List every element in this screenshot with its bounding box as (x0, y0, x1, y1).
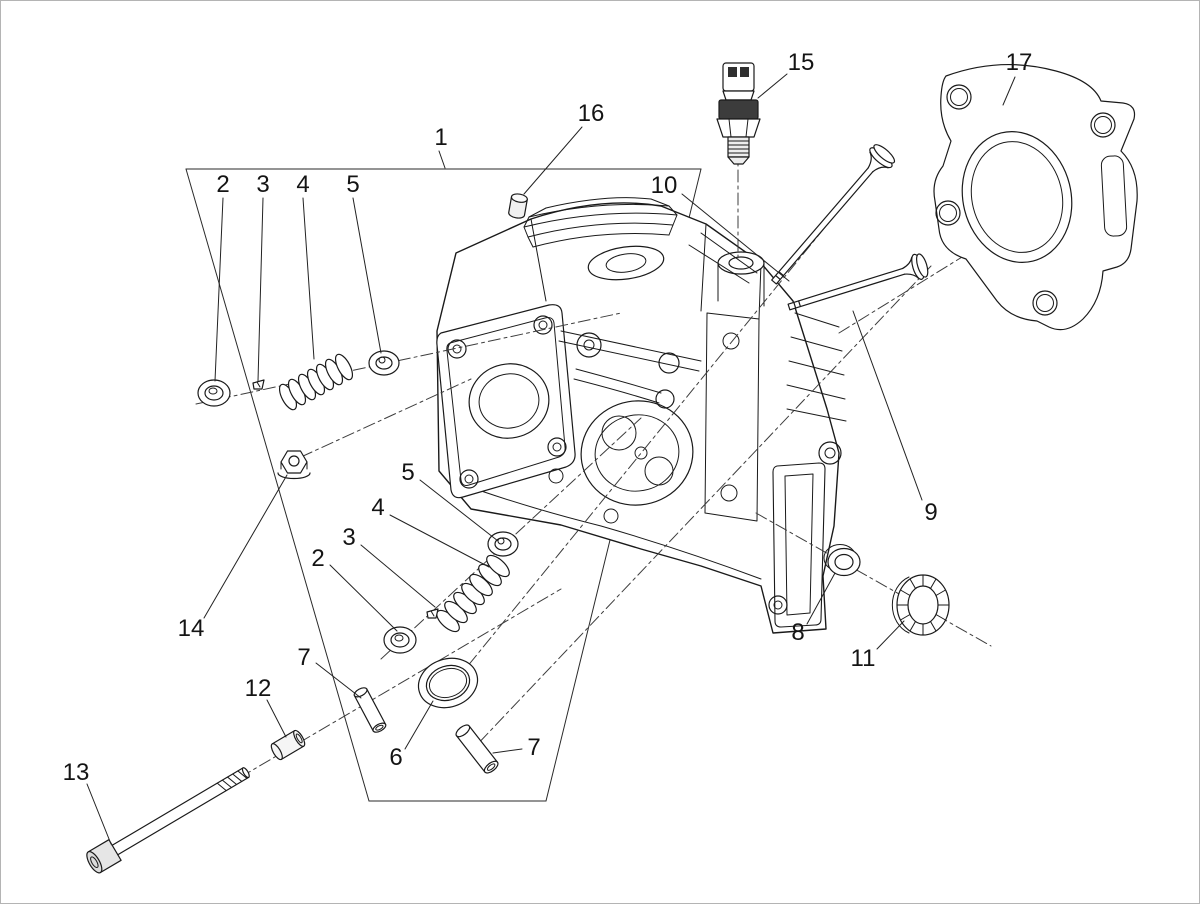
callout-8: 8 (791, 619, 805, 646)
cam-bush (823, 544, 861, 577)
callout-7-left: 7 (297, 644, 311, 671)
callout-2-upper: 2 (216, 171, 230, 198)
valve-spring-lower (436, 554, 510, 633)
valve-seat-washer (417, 657, 479, 709)
callout-3-upper: 3 (256, 171, 270, 198)
callout-3-lower: 3 (342, 524, 356, 551)
callout-5-upper: 5 (346, 171, 360, 198)
bleed-cap (508, 193, 528, 219)
callout-1: 1 (434, 124, 448, 151)
spring-retainer-upper (368, 350, 400, 376)
callout-5-lower: 5 (401, 459, 415, 486)
valve-cap-upper (197, 379, 231, 407)
callout-12: 12 (244, 675, 272, 702)
spacer-bush (270, 729, 306, 761)
callout-2-lower: 2 (311, 545, 325, 572)
exhaust-valve (787, 252, 929, 311)
callout-10: 10 (650, 172, 678, 199)
valve-collet-upper (252, 379, 265, 390)
dowel-pin-right (454, 723, 500, 775)
callout-9: 9 (924, 499, 938, 526)
callout-15: 15 (787, 49, 815, 76)
callout-11: 11 (850, 645, 876, 672)
valve-spring-upper (278, 353, 354, 411)
intake-valve (771, 143, 896, 285)
valve-cap-lower (383, 626, 417, 654)
callout-17: 17 (1005, 49, 1033, 76)
callout-4-upper: 4 (296, 171, 310, 198)
leader-lines (86, 73, 1016, 845)
callout-13: 13 (62, 759, 90, 786)
callout-16: 16 (577, 100, 605, 127)
temperature-sensor (716, 62, 761, 165)
callout-4-lower: 4 (371, 494, 385, 521)
callout-14: 14 (177, 615, 205, 642)
callout-7-right: 7 (527, 734, 541, 761)
head-bolt (86, 767, 250, 874)
head-gasket (933, 63, 1138, 331)
needle-bearing (891, 574, 950, 636)
spring-retainer-lower (487, 531, 519, 557)
callout-6: 6 (389, 744, 403, 771)
cylinder-head-drawing (436, 197, 847, 634)
dowel-pin-left (353, 686, 387, 734)
valve-collet-lower (426, 608, 439, 619)
